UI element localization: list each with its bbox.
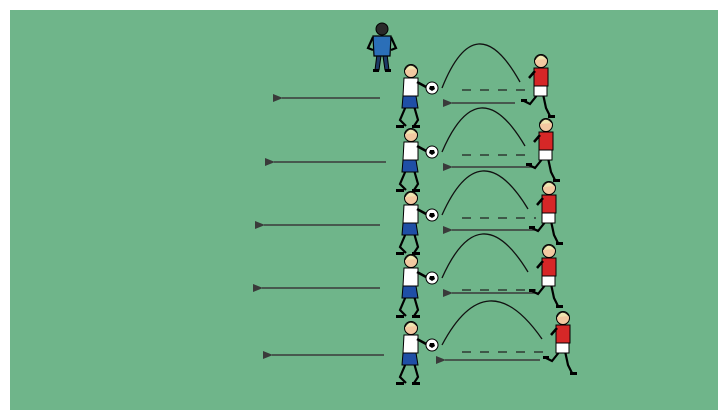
soccer-ball-icon <box>426 146 438 158</box>
soccer-ball-icon <box>426 339 438 351</box>
soccer-ball-icon <box>426 272 438 284</box>
soccer-ball-icon <box>426 209 438 221</box>
pitch <box>10 10 718 410</box>
soccer-ball-icon <box>426 82 438 94</box>
